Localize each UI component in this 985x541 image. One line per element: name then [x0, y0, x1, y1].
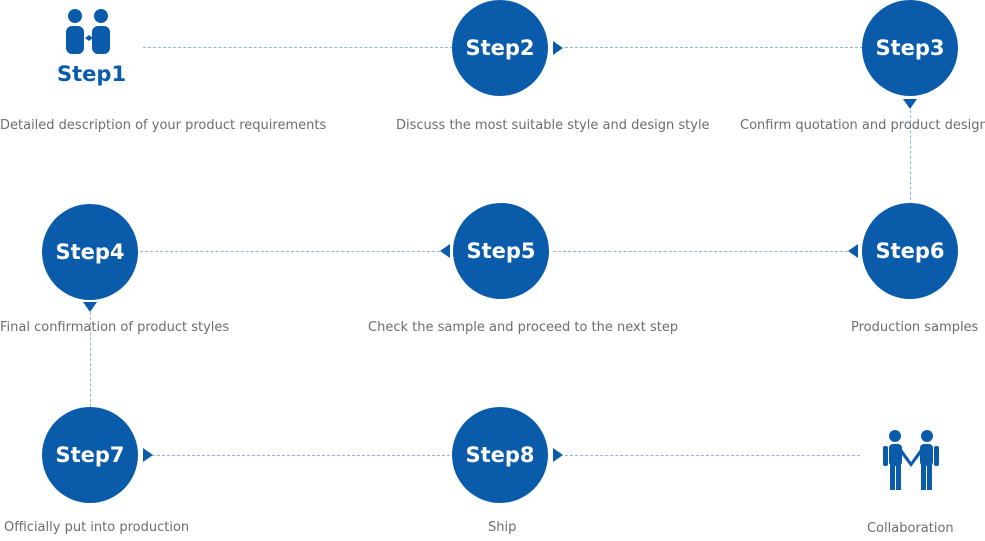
- step5-caption: Check the sample and proceed to the next…: [368, 320, 679, 335]
- step1-caption: Detailed description of your product req…: [0, 118, 327, 133]
- step4-arrow: [83, 302, 97, 312]
- step2-arrow: [553, 41, 563, 55]
- step5-circle: Step5: [453, 203, 549, 299]
- handshake-people-icon: [880, 429, 942, 495]
- step7-caption: Officially put into production: [4, 520, 190, 535]
- step3-circle: Step3: [862, 0, 958, 96]
- two-people-icon: [63, 8, 115, 60]
- step3-caption: Confirm quotation and product design: [740, 118, 985, 133]
- connector-1-2: [143, 47, 453, 48]
- connector-7-8: [152, 455, 450, 456]
- step2-caption: Discuss the most suitable style and desi…: [396, 118, 710, 133]
- connector-3-6: [910, 110, 911, 205]
- step5-arrow: [440, 244, 450, 258]
- connector-4-7: [90, 312, 91, 407]
- step4-circle: Step4: [42, 204, 138, 300]
- step6-circle: Step6: [862, 203, 958, 299]
- connector-5-4: [140, 251, 440, 252]
- connector-8-end: [565, 455, 860, 456]
- step1-label: Step1: [57, 62, 127, 86]
- step3-arrow: [903, 99, 917, 109]
- step8-arrow: [553, 448, 563, 462]
- connector-2-3: [565, 47, 863, 48]
- collaboration-caption: Collaboration: [867, 521, 954, 536]
- step7-arrow: [143, 448, 153, 462]
- step2-circle: Step2: [452, 0, 548, 96]
- step7-circle: Step7: [42, 407, 138, 503]
- step8-circle: Step8: [452, 407, 548, 503]
- connector-6-5: [553, 251, 848, 252]
- step8-caption: Ship: [488, 520, 517, 535]
- step6-caption: Production samples: [851, 320, 979, 335]
- step4-caption: Final confirmation of product styles: [0, 320, 230, 335]
- step6-arrow: [848, 244, 858, 258]
